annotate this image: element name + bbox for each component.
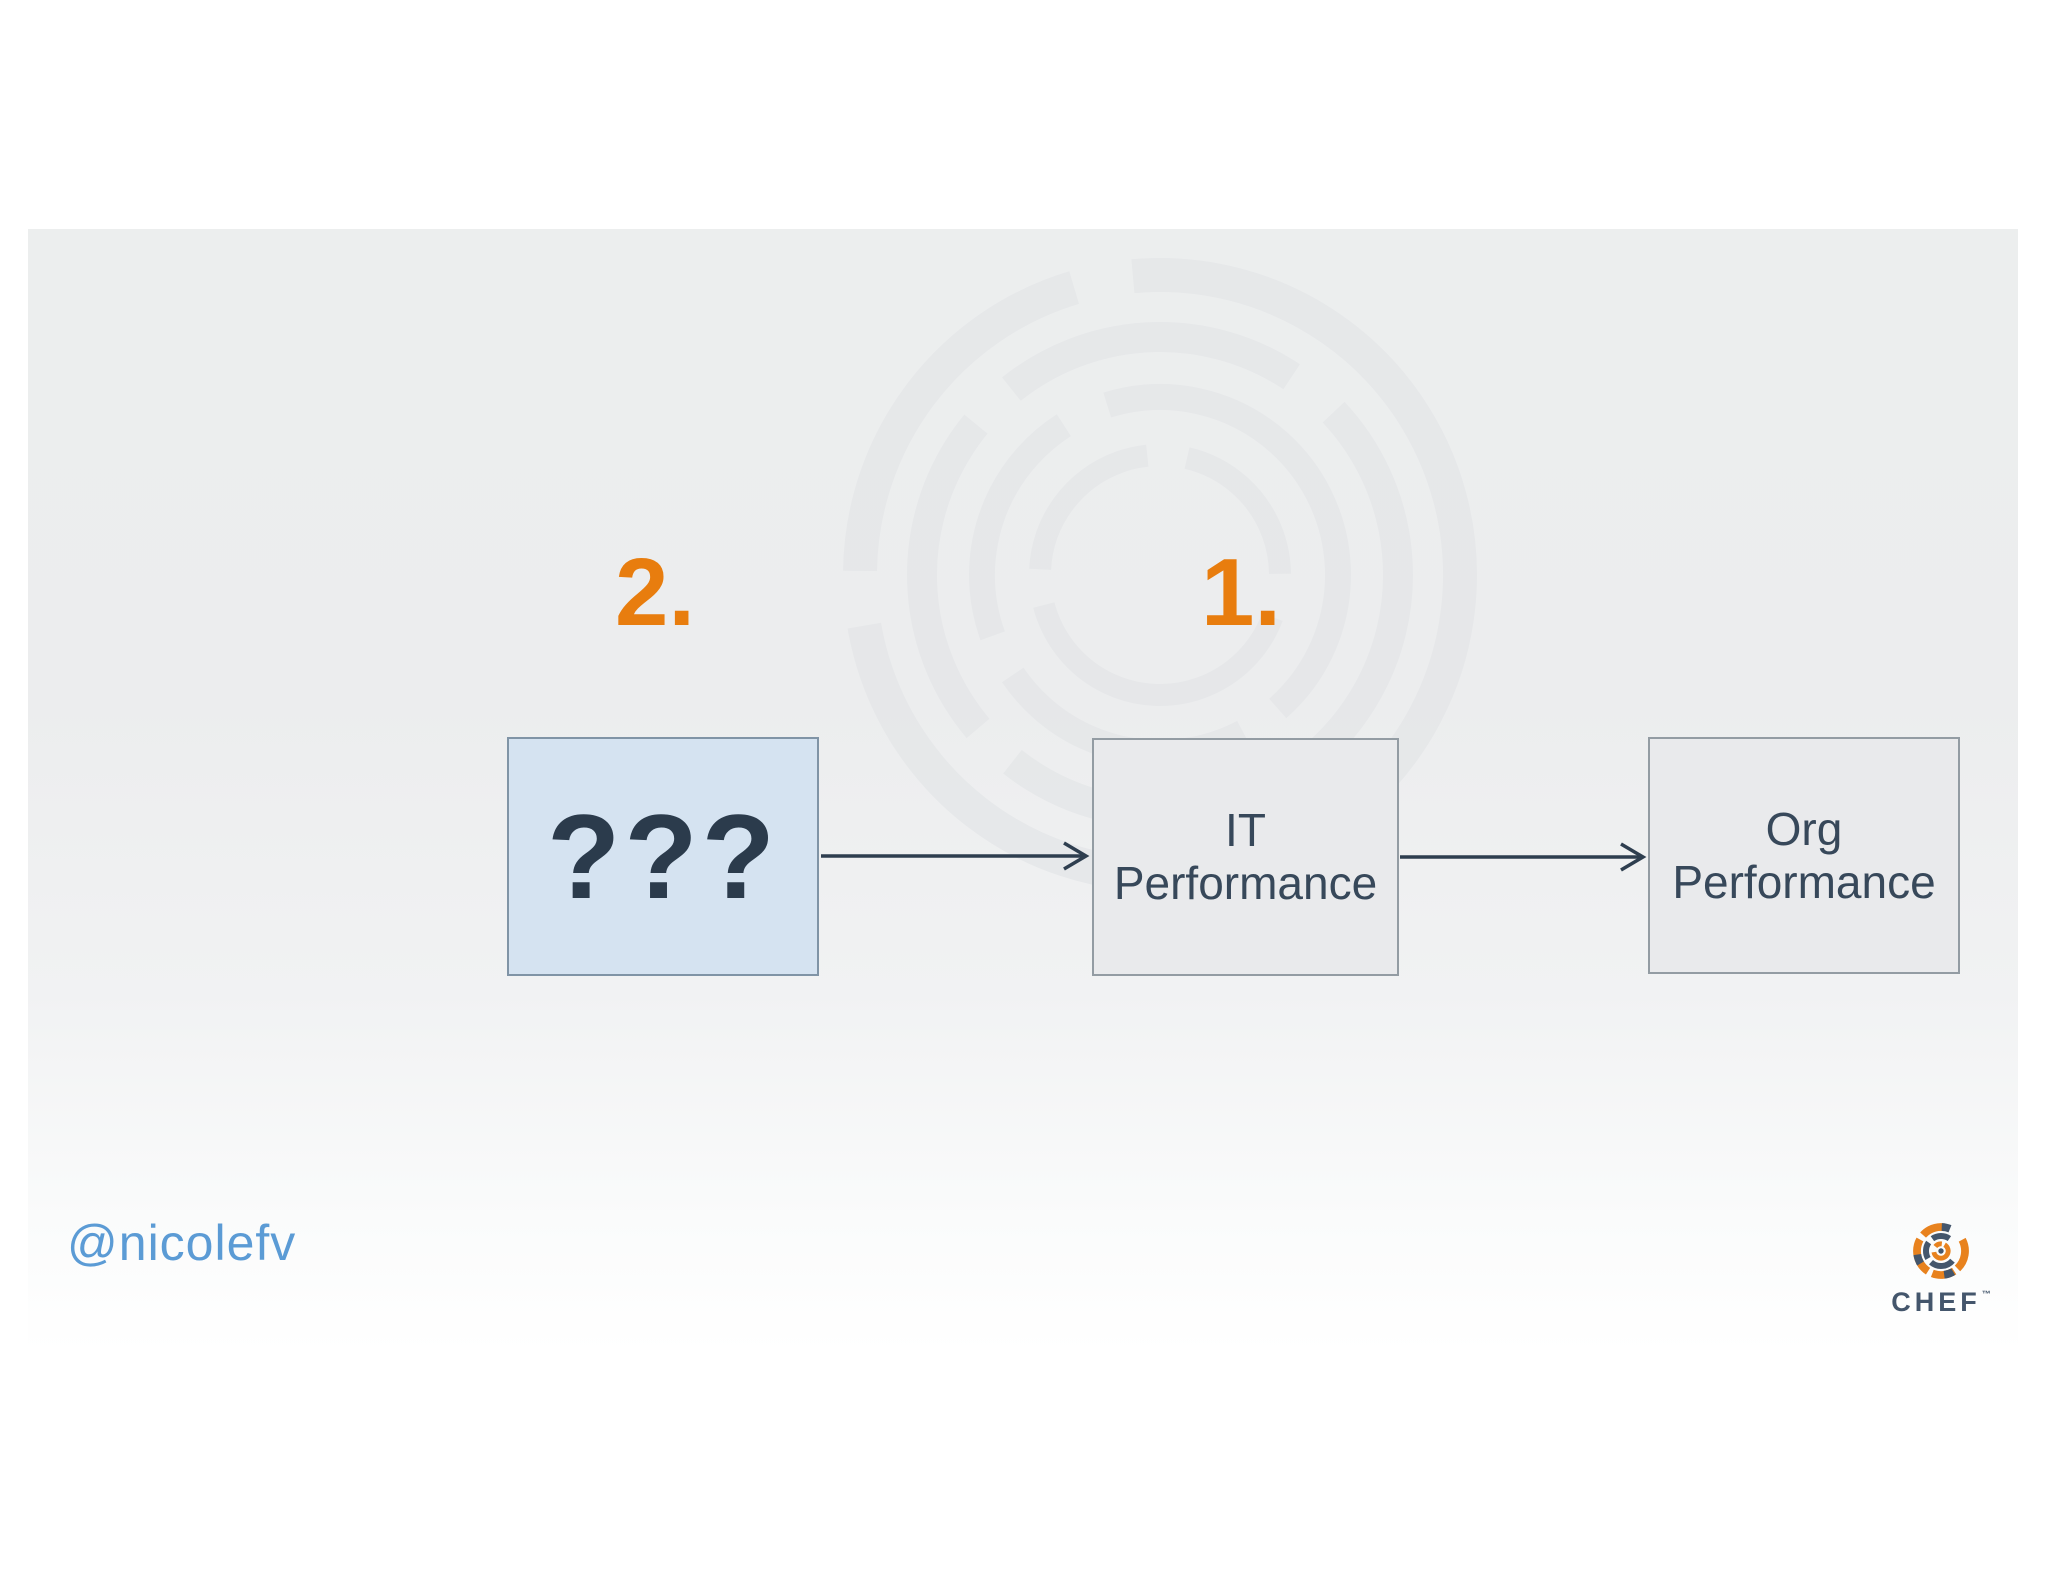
diagram-box-org-performance-label: Org Performance <box>1672 802 1936 908</box>
trademark-symbol: ™ <box>1981 1289 1991 1299</box>
diagram-box-unknown-label: ??? <box>547 789 779 924</box>
step-number-2: 2. <box>614 539 696 646</box>
twitter-handle: @nicolefv <box>67 1215 297 1271</box>
diagram-box-it-performance-label: IT Performance <box>1113 804 1378 909</box>
chef-wordmark-text: CHEF <box>1891 1287 1981 1317</box>
diagram-box-it-performance: IT Performance <box>1092 738 1399 976</box>
diagram-box-org-performance: Org Performance <box>1648 737 1960 974</box>
chef-logo: CHEF™ <box>1850 1221 2032 1321</box>
chef-logo-mark-icon <box>1913 1223 1969 1279</box>
step-number-1: 1. <box>1200 539 1282 646</box>
chef-wordmark: CHEF™ <box>1850 1287 2032 1318</box>
diagram-box-unknown: ??? <box>507 737 819 976</box>
